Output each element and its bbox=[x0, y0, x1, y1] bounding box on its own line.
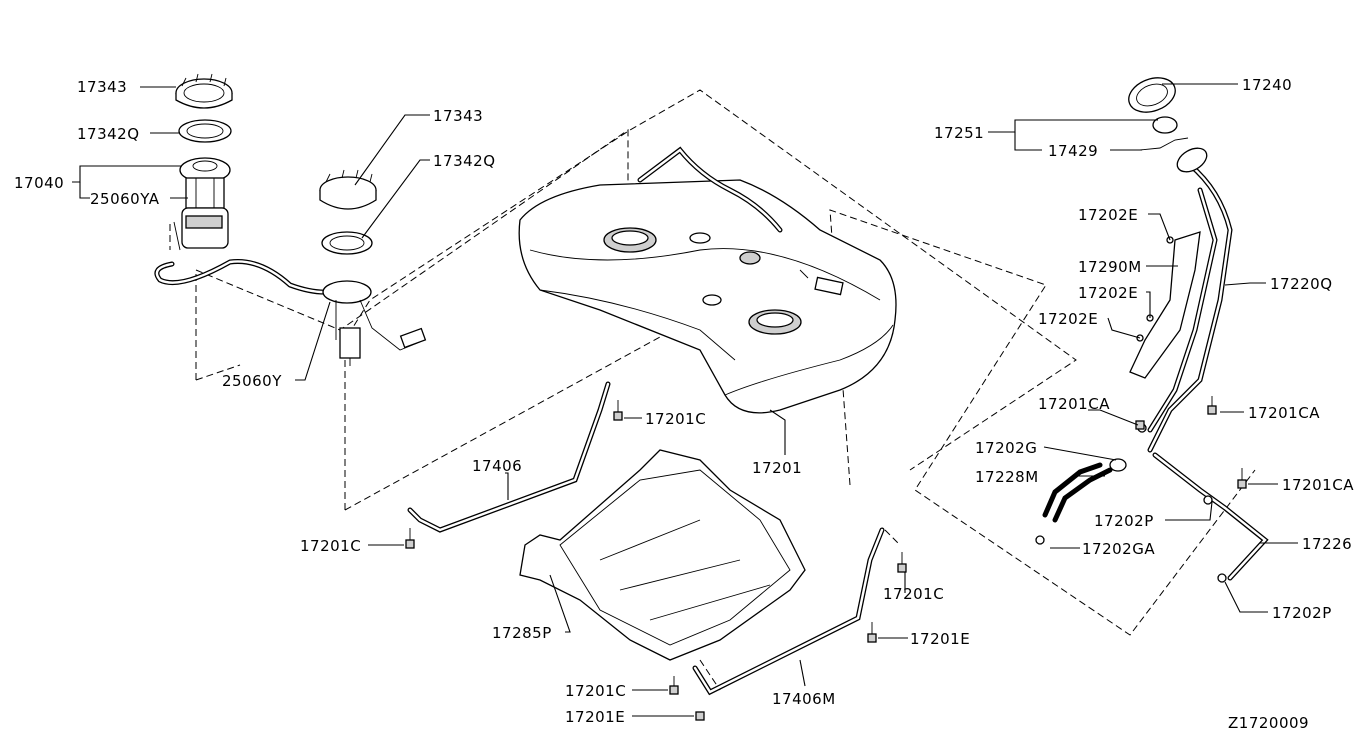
label-17342q-a: 17342Q bbox=[77, 125, 140, 143]
label-17201ca-b: 17201CA bbox=[1248, 404, 1320, 422]
label-17251: 17251 bbox=[934, 124, 984, 142]
bolt-icon bbox=[405, 528, 415, 549]
label-17202p-b: 17202P bbox=[1272, 604, 1332, 622]
tank-straps bbox=[407, 381, 885, 696]
label-25060y: 25060Y bbox=[222, 372, 282, 390]
label-17201c-a: 17201C bbox=[645, 410, 706, 428]
label-17343-a: 17343 bbox=[77, 78, 127, 96]
bolt-icon bbox=[1135, 420, 1145, 430]
label-17201e-b: 17201E bbox=[565, 708, 625, 726]
label-17201ca-a: 17201CA bbox=[1038, 395, 1110, 413]
heat-shield bbox=[519, 449, 806, 661]
bolt-icon bbox=[669, 676, 679, 695]
diagram-code: Z1720009 bbox=[1228, 714, 1309, 732]
fuel-pump-module bbox=[154, 73, 343, 295]
label-17406m: 17406M bbox=[772, 690, 836, 708]
label-25060ya: 25060YA bbox=[90, 190, 160, 208]
label-17201ca-c: 17201CA bbox=[1282, 476, 1354, 494]
label-17202e-c: 17202E bbox=[1038, 310, 1098, 328]
label-17406: 17406 bbox=[472, 457, 522, 475]
label-17342q-b: 17342Q bbox=[433, 152, 496, 170]
label-17240: 17240 bbox=[1242, 76, 1292, 94]
label-17220q: 17220Q bbox=[1270, 275, 1333, 293]
label-17202g: 17202G bbox=[975, 439, 1037, 457]
fuel-level-sender bbox=[319, 169, 427, 366]
fuel-tank bbox=[518, 146, 897, 414]
label-17202e-a: 17202E bbox=[1078, 206, 1138, 224]
label-17201: 17201 bbox=[752, 459, 802, 477]
label-17201c-d: 17201C bbox=[565, 682, 626, 700]
label-17285p: 17285P bbox=[492, 624, 552, 642]
bolt-icon bbox=[613, 400, 623, 421]
bolt-icon bbox=[1237, 468, 1247, 489]
bolts bbox=[405, 396, 1247, 721]
bolt-icon bbox=[695, 711, 705, 721]
label-17226: 17226 bbox=[1302, 535, 1352, 553]
filler-tube-assembly bbox=[1035, 77, 1269, 583]
label-17202e-b: 17202E bbox=[1078, 284, 1138, 302]
label-17040: 17040 bbox=[14, 174, 64, 192]
leader-lines bbox=[72, 83, 1298, 717]
part-labels: 17343 17342Q 17040 25060YA 17343 17342Q … bbox=[14, 76, 1354, 732]
bolt-icon bbox=[1207, 396, 1217, 415]
label-17228m: 17228M bbox=[975, 468, 1039, 486]
label-17202p-a: 17202P bbox=[1094, 512, 1154, 530]
label-17202ga: 17202GA bbox=[1082, 540, 1155, 558]
label-17201c-b: 17201C bbox=[300, 537, 361, 555]
bolt-icon bbox=[867, 622, 877, 643]
label-17290m: 17290M bbox=[1078, 258, 1142, 276]
label-17429: 17429 bbox=[1048, 142, 1098, 160]
bolt-icon bbox=[897, 552, 907, 573]
label-17343-b: 17343 bbox=[433, 107, 483, 125]
label-17201e-a: 17201E bbox=[910, 630, 970, 648]
label-17201c-c: 17201C bbox=[883, 585, 944, 603]
